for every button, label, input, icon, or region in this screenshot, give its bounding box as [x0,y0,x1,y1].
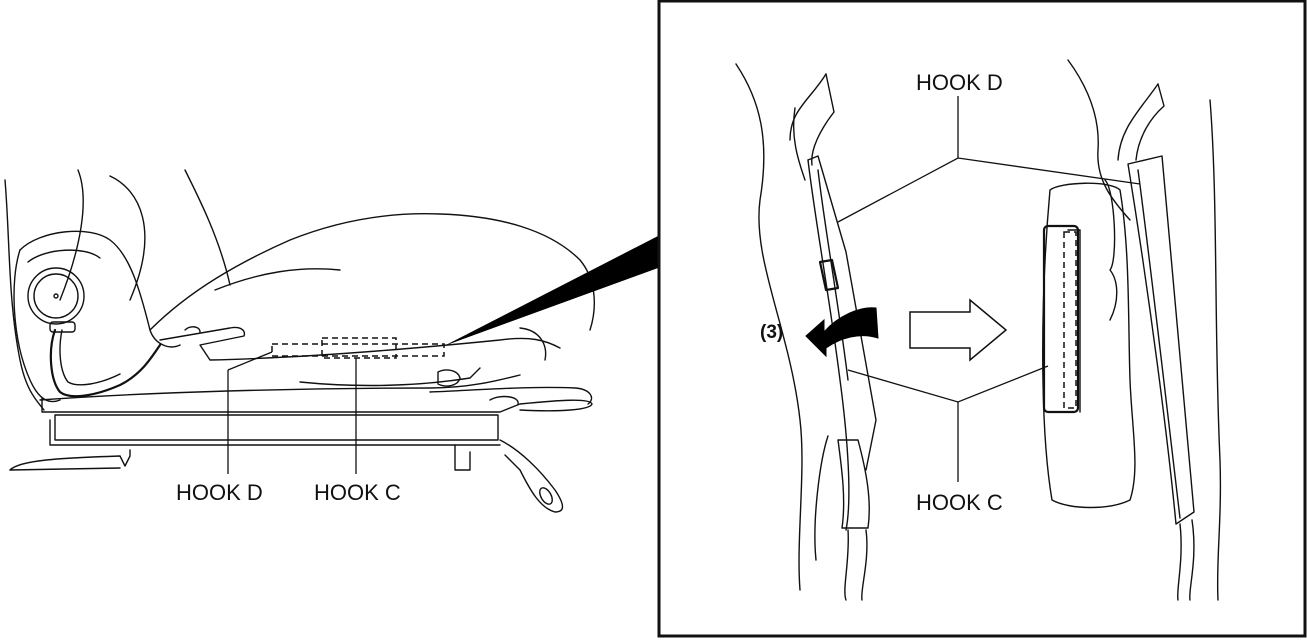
hollow-right-arrow-icon [909,298,1008,362]
detail-hook-c-label: HOOK C [916,490,1003,515]
detail-illustration [735,59,1222,601]
seat-illustration [4,169,658,513]
detail-hook-d-label: HOOK D [916,70,1003,95]
detail-frame [657,0,1307,638]
curved-arrow-icon [805,307,879,358]
hook-c-label: HOOK C [314,480,401,505]
hook-d-label: HOOK D [176,480,263,505]
step-number-label: (3) [760,322,784,343]
